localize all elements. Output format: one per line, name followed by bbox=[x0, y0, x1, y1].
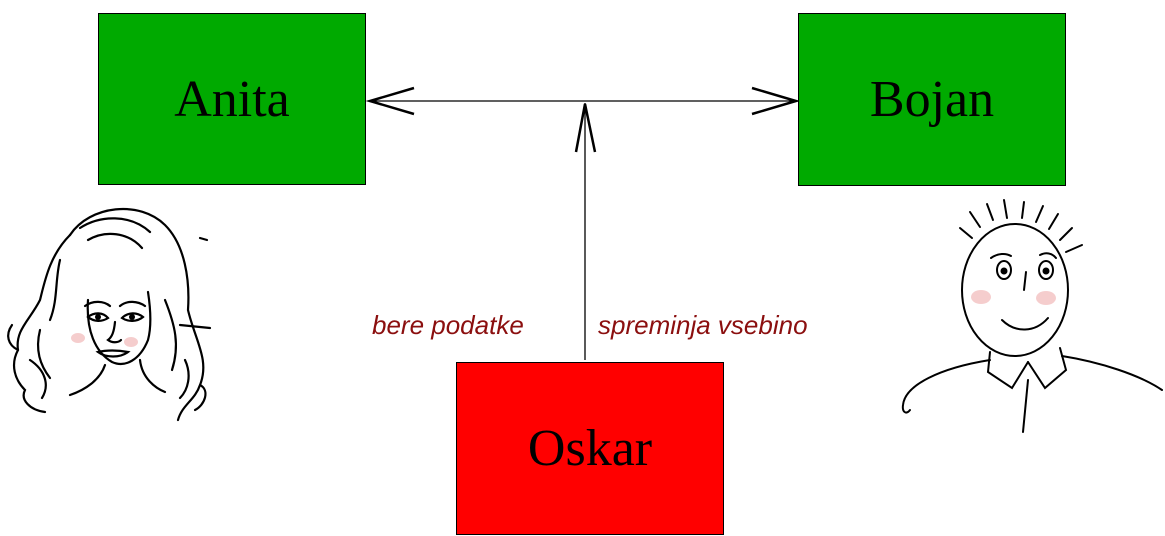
modifies-content-label: spreminja vsebino bbox=[598, 310, 808, 340]
bojan-box: Bojan bbox=[798, 13, 1066, 186]
anita-label: Anita bbox=[174, 70, 290, 128]
arrowhead-to-channel bbox=[574, 103, 597, 153]
oskar-box: Oskar bbox=[456, 362, 724, 535]
reads-data-label: bere podatke bbox=[372, 310, 524, 340]
bojan-label: Bojan bbox=[869, 71, 995, 128]
arrowhead-to-bojan bbox=[751, 86, 801, 116]
oskar-label: Oskar bbox=[527, 420, 653, 477]
anita-box: Anita bbox=[98, 13, 366, 185]
arrowhead-to-anita bbox=[365, 86, 415, 116]
